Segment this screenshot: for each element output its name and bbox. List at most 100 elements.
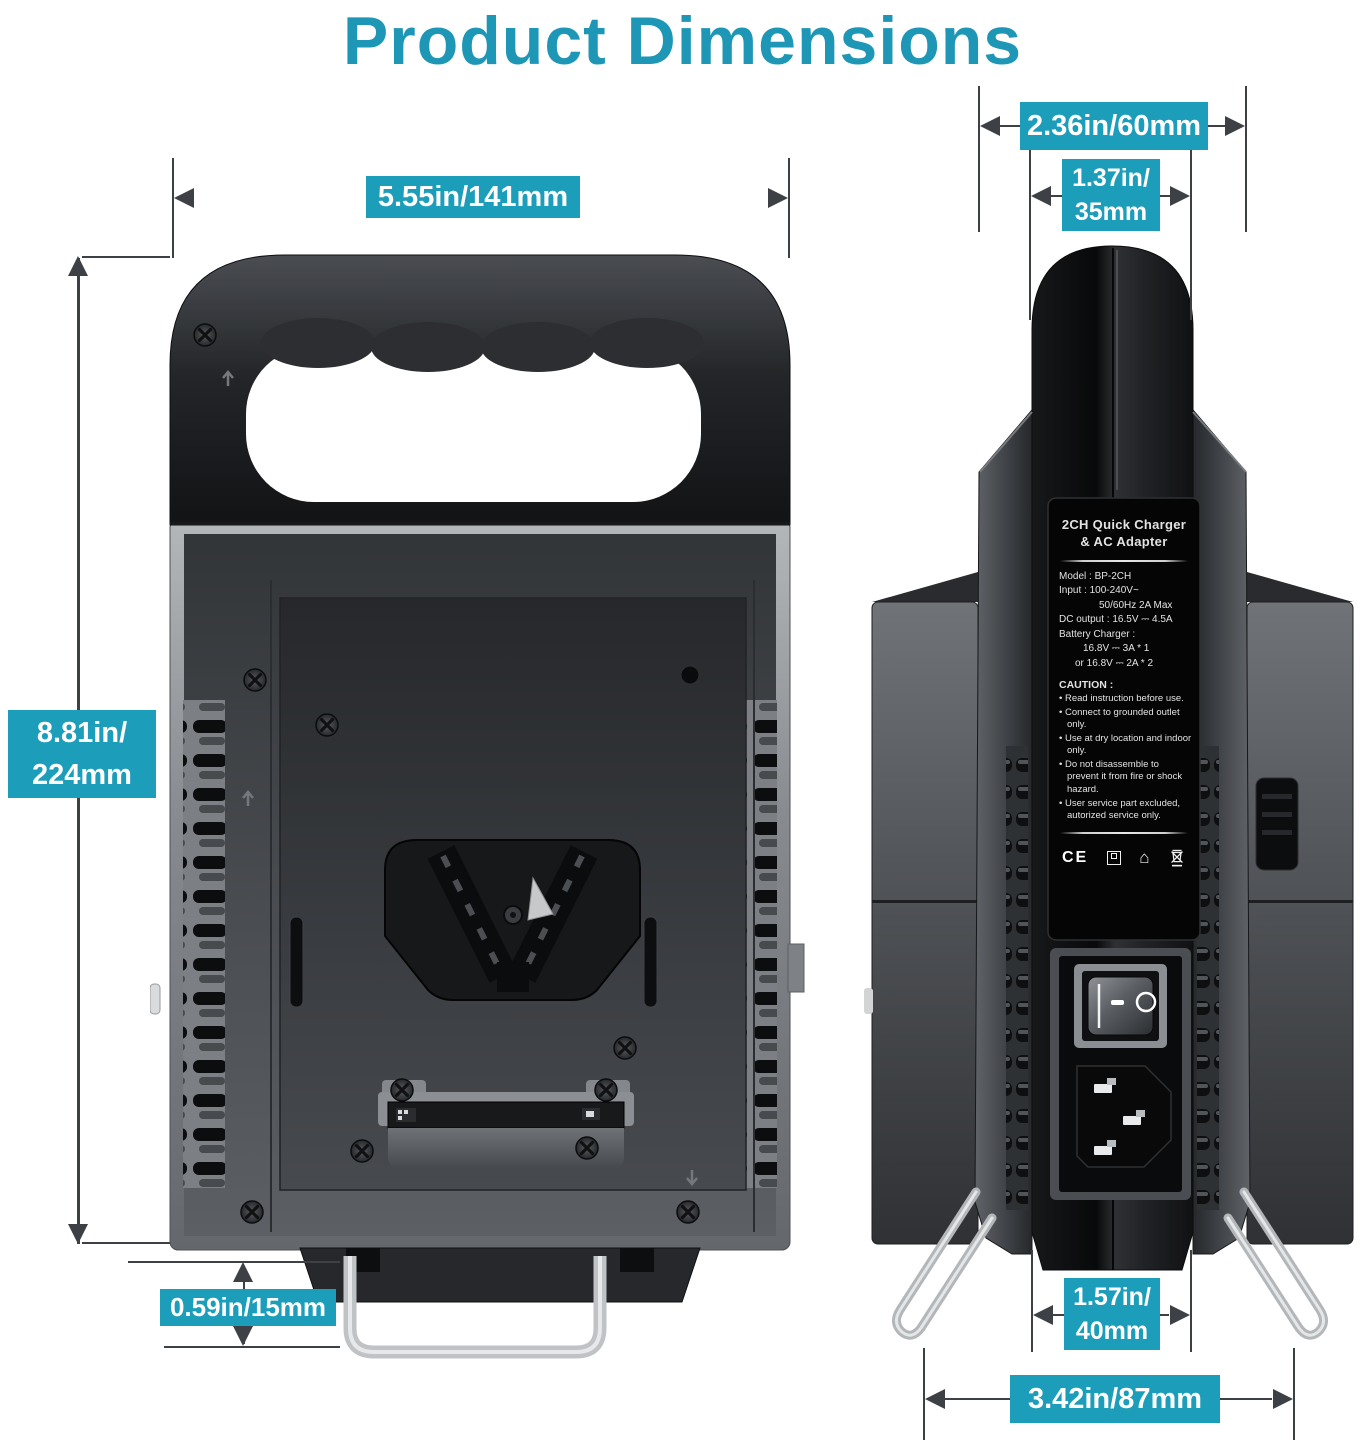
label-divider xyxy=(1060,831,1188,834)
arrow-left-icon xyxy=(925,1389,945,1409)
wire-stand-highlight xyxy=(348,1256,602,1354)
dimension-line xyxy=(1207,125,1227,127)
handle-seam-highlight xyxy=(1116,250,1118,490)
right-kick-stand-highlight xyxy=(1226,1190,1325,1337)
arrow-left-icon xyxy=(1031,186,1051,206)
v-plate-notch xyxy=(497,962,529,992)
weee-bin-icon xyxy=(1171,849,1183,867)
right-grip-ribs xyxy=(1197,746,1219,1210)
handle-grip-hole xyxy=(246,346,701,502)
dimension-line xyxy=(1216,1398,1272,1400)
arrow-right-icon xyxy=(1170,1305,1190,1325)
screw-icon xyxy=(593,1077,619,1103)
finger-groove xyxy=(261,318,375,368)
arrow-up-icon xyxy=(233,1262,253,1282)
extension-line xyxy=(82,1242,170,1244)
label-specs: Model : BP-2CH Input : 100-240V~ 50/60Hz… xyxy=(1050,570,1198,672)
dimension-line xyxy=(1051,195,1063,197)
switch-on-symbol xyxy=(1111,1000,1124,1005)
right-battery-wing xyxy=(1246,572,1354,1245)
left-battery-wing xyxy=(864,572,979,1245)
extension-line xyxy=(164,1346,340,1348)
class-ii-icon xyxy=(1106,850,1121,865)
screw-icon xyxy=(574,1135,600,1161)
shoulder-edge xyxy=(979,411,1033,473)
arrow-left-icon xyxy=(174,188,194,208)
screw-icon xyxy=(314,712,340,738)
panel-seam-left xyxy=(270,580,272,1232)
extension-line xyxy=(1293,1348,1295,1440)
charger-front-view xyxy=(150,254,805,1359)
caution-item: User service part excluded, autorized se… xyxy=(1059,798,1192,823)
arrow-left-icon xyxy=(980,116,1000,136)
power-switch[interactable] xyxy=(1074,964,1167,1048)
dimension-line xyxy=(1053,1314,1065,1316)
screw-icon xyxy=(349,1138,375,1164)
spec-line: Battery Charger : xyxy=(1059,628,1136,640)
dimension-line xyxy=(1000,125,1022,127)
ac-inlet xyxy=(1076,1065,1172,1168)
extension-line xyxy=(1245,86,1247,232)
dimension-label: 2.36in/60mm xyxy=(1020,102,1208,150)
dimension-line xyxy=(1158,195,1170,197)
dimension-label: 8.81in/ 224mm xyxy=(8,710,156,798)
arrow-right-icon xyxy=(768,188,788,208)
left-clip xyxy=(150,983,161,1015)
switch-off-symbol xyxy=(1135,991,1157,1013)
left-grip-ribs xyxy=(1006,746,1028,1210)
caution-title: CAUTION : xyxy=(1059,679,1114,692)
spec-line: Model : BP-2CH xyxy=(1059,570,1132,582)
slot-hole-left xyxy=(289,916,304,1008)
dimension-label: 3.42in/87mm xyxy=(1010,1375,1220,1423)
handle-seam xyxy=(170,522,790,525)
arrow-up-icon xyxy=(68,256,88,276)
shoulder-edge xyxy=(1192,411,1247,473)
label-title: 2CH Quick Charger & AC Adapter xyxy=(1061,517,1187,549)
spec-line: or 16.8V ⎓ 2A * 2 xyxy=(1075,657,1154,669)
panel-seam-right xyxy=(753,580,755,1232)
ce-mark-icon: CE xyxy=(1062,848,1089,866)
dimension-line xyxy=(1157,1314,1169,1316)
product-label-panel: 2CH Quick Charger & AC Adapter Model : B… xyxy=(1050,505,1198,935)
extension-line xyxy=(172,158,174,258)
dimension-label: 5.55in/141mm xyxy=(366,176,580,218)
arrow-down-icon xyxy=(233,1326,253,1346)
caution-item: Connect to grounded outlet only. xyxy=(1059,707,1192,732)
battery-latch xyxy=(1255,777,1299,871)
screw-icon xyxy=(192,322,218,348)
left-kick-stand-highlight xyxy=(895,1190,994,1337)
extension-line xyxy=(82,256,170,258)
screw-icon xyxy=(389,1077,415,1103)
spec-line: DC output : 16.5V ⎓ 4.5A xyxy=(1059,614,1173,626)
certification-icons: CE ⌂ xyxy=(1050,842,1198,868)
page-title: Product Dimensions xyxy=(342,3,1023,79)
screw-icon xyxy=(675,1199,701,1225)
finger-groove xyxy=(371,322,485,372)
spec-line: 50/60Hz 2A Max xyxy=(1099,599,1173,611)
stand-notch xyxy=(620,1248,654,1272)
caution-item: Use at dry location and indoor only. xyxy=(1059,733,1192,758)
screw-icon xyxy=(612,1035,638,1061)
arrow-right-icon xyxy=(1273,1389,1293,1409)
label-divider xyxy=(1060,559,1188,562)
screw-icon xyxy=(239,1199,265,1225)
slot-hole-right xyxy=(643,916,658,1008)
dimension-label: 0.59in/15mm xyxy=(160,1289,336,1326)
caution-list: Read instruction before use. Connect to … xyxy=(1050,693,1198,822)
extension-line xyxy=(1190,1250,1192,1352)
extension-line xyxy=(978,86,980,232)
dimension-line xyxy=(945,1398,1011,1400)
base-seam xyxy=(1112,1196,1114,1270)
extension-line xyxy=(788,158,790,258)
finger-groove xyxy=(481,322,595,372)
arrow-left-icon xyxy=(1033,1305,1053,1325)
dimension-label: 1.37in/ 35mm xyxy=(1062,159,1160,231)
release-pin xyxy=(527,876,554,921)
extension-line xyxy=(923,1348,925,1440)
screw-hole xyxy=(680,665,700,685)
finger-groove xyxy=(590,318,704,368)
extension-line xyxy=(1190,150,1192,320)
arrow-down-icon xyxy=(68,1224,88,1244)
caution-item: Do not disassemble to prevent it from fi… xyxy=(1059,759,1192,797)
